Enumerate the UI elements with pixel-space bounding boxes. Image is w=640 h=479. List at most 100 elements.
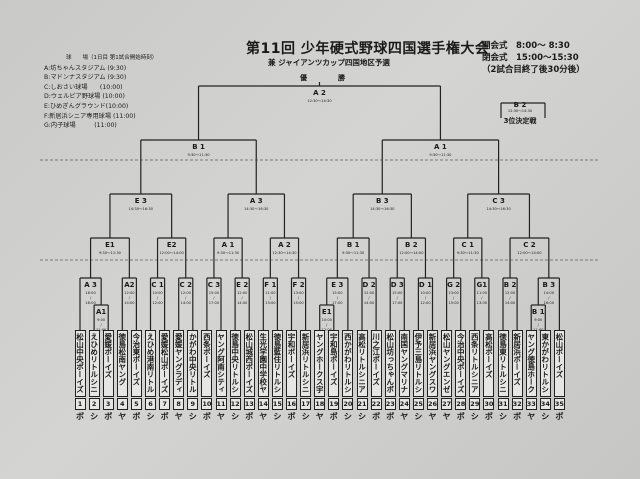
match-label: F 2 [292, 281, 305, 289]
third-place-time: 12:30〜14:30 [507, 109, 533, 113]
match-time: 15:00 / 17:00 [332, 291, 343, 305]
match-time: 14:30〜16:30 [244, 207, 269, 211]
team-name-box: 今治東ボーイズ [130, 330, 142, 397]
team-league-type: ヤ [428, 412, 437, 421]
match-label: A 1 [221, 241, 235, 249]
match-time: 10:00 / 12:00 [152, 291, 163, 305]
team-league-type: ボ [76, 412, 84, 421]
legend-heading: 球 場（1日目 第1試合開始時刻） [66, 55, 158, 61]
closing-note: （2試合目終了後30分後） [482, 65, 585, 75]
team-name-box: 今治中央ボーイズ [455, 330, 467, 397]
match-time: 12:30〜14:30 [272, 251, 297, 255]
team-name-box: 徳島松南ヤング [116, 330, 128, 397]
team-number: 29 [469, 398, 481, 410]
venue-legend: 球 場（1日目 第1試合開始時刻） A:坊ちゃんスタジアム (9:30) B:マ… [44, 54, 157, 131]
team-number: 10 [201, 398, 213, 410]
match-time: 14:30〜16:30 [370, 207, 395, 211]
team-name-box: 愛媛ヤングラディアンツ [173, 330, 185, 397]
match-label: E 3 [331, 281, 344, 289]
team-league-type: ボ [513, 412, 522, 421]
match-label: C 1 [461, 241, 474, 249]
team-league-type: シ [146, 412, 155, 421]
team-name-box: 新居浜ボーイズ [511, 330, 523, 397]
team-number: 4 [116, 398, 128, 410]
team-league-type: ボ [372, 412, 381, 421]
team-league-type: ヤ [400, 412, 409, 421]
match-time: 9:30〜11:30 [217, 251, 240, 255]
page-title: 第11回 少年硬式野球四国選手権大会 [246, 41, 490, 57]
team-number: 2 [88, 398, 100, 410]
team-name-box: 松山ヤングエンゼルス [441, 330, 453, 397]
team-league-type: シ [273, 412, 282, 421]
team-name-box: 宇和ボーイズ [286, 330, 297, 397]
match-label: C 3 [492, 197, 505, 205]
team-league-type: ボ [245, 412, 254, 421]
match-time: 14:30〜16:30 [486, 207, 511, 211]
match-label: E 2 [236, 281, 249, 289]
team-name-box: 徳島中央リトルシニア [229, 330, 241, 397]
team-number: 28 [455, 398, 467, 410]
team-number: 15 [271, 398, 283, 410]
team-name-box: 西かがわリトルシニア [342, 330, 354, 397]
team-league-type: シ [541, 412, 550, 421]
legend-item: F:新居浜シニア専用球場 (11:00) [44, 112, 136, 120]
match-label: E2 [166, 241, 177, 249]
match-time: 16:00 / 18:00 [85, 291, 96, 305]
match-time: 12:00 / 14:00 [236, 291, 248, 305]
match-time: 12:30〜14:30 [307, 99, 332, 103]
match-time: 12:00 / 14:00 [363, 291, 375, 305]
team-name-box: 西条リトルシニア [469, 330, 481, 397]
match-label: F 1 [264, 281, 277, 289]
team-name-box: ヤングホークス宇和島 [314, 330, 326, 397]
closing-ceremony: 閉会式 15:00〜15:30 [482, 53, 579, 63]
match-time: 9:30〜11:30 [456, 251, 479, 255]
team-league-type: ボ [132, 412, 141, 421]
team-league-type: ヤ [442, 412, 451, 421]
legend-item: G:内子球場 (11:00) [44, 122, 117, 130]
team-league-type: ボ [484, 412, 493, 421]
champion-label: 優 勝 [300, 74, 357, 82]
team-name-box: ヤング阿南シティホープ [215, 330, 227, 397]
team-league-type: ヤ [259, 412, 268, 421]
team-number: 17 [300, 398, 312, 410]
match-label: D 1 [418, 281, 432, 289]
match-time: 9:30〜11:30 [342, 251, 365, 255]
team-league-type: ヤ [118, 412, 127, 421]
opening-ceremony: 開会式 8:00〜 8:30 [482, 41, 570, 51]
team-name-box: 愛媛ボーイズ [102, 330, 114, 397]
team-league-type: シ [499, 412, 507, 421]
legend-item: D:ウェルピア野球場 (10:00) [44, 93, 125, 101]
team-number: 31 [497, 398, 509, 410]
team-name-box: かがわ中央リトルシニア [187, 330, 199, 397]
match-label: A 1 [434, 143, 447, 151]
match-time: 14:00 / 16:00 [543, 291, 554, 305]
team-league-type: ボ [202, 412, 211, 421]
team-number: 1 [74, 398, 86, 410]
team-number: 34 [539, 398, 551, 410]
team-number: 18 [314, 398, 326, 410]
team-number: 8 [173, 398, 185, 410]
match-label: C 3 [207, 281, 221, 289]
match-time: 13:00 / 15:00 [448, 291, 459, 305]
legend-item: C:しおさい球場 (10:00) [44, 83, 123, 91]
match-time: 12:00 / 14:00 [180, 291, 191, 305]
team-name-box: 新居浜リトルシニア [300, 330, 312, 397]
team-name-box: えひめ港南リトルシニア [145, 330, 156, 397]
team-number: 3 [102, 398, 114, 410]
match-time: 10:00 / 12:00 [420, 291, 431, 305]
team-league-type: シ [470, 412, 479, 421]
team-name-box: 東かがわリトルシニア [539, 330, 551, 397]
team-league-type: シ [343, 412, 352, 421]
team-league-type: ボ [456, 412, 465, 421]
team-number: 11 [215, 398, 227, 410]
match-time: 9:30〜11:30 [187, 153, 210, 157]
team-name-box: 川之江ボーイズ [370, 330, 382, 397]
match-label: C 2 [179, 281, 192, 289]
team-name-box: 宇和島ボーイズ [328, 330, 340, 397]
team-number: 7 [159, 398, 171, 410]
ceremony-info: 開会式 8:00〜 8:30 閉会式 15:00〜15:30 （2試合目終了後3… [482, 40, 585, 76]
team-number: 16 [286, 398, 297, 410]
match-label: B 2 [405, 241, 418, 249]
